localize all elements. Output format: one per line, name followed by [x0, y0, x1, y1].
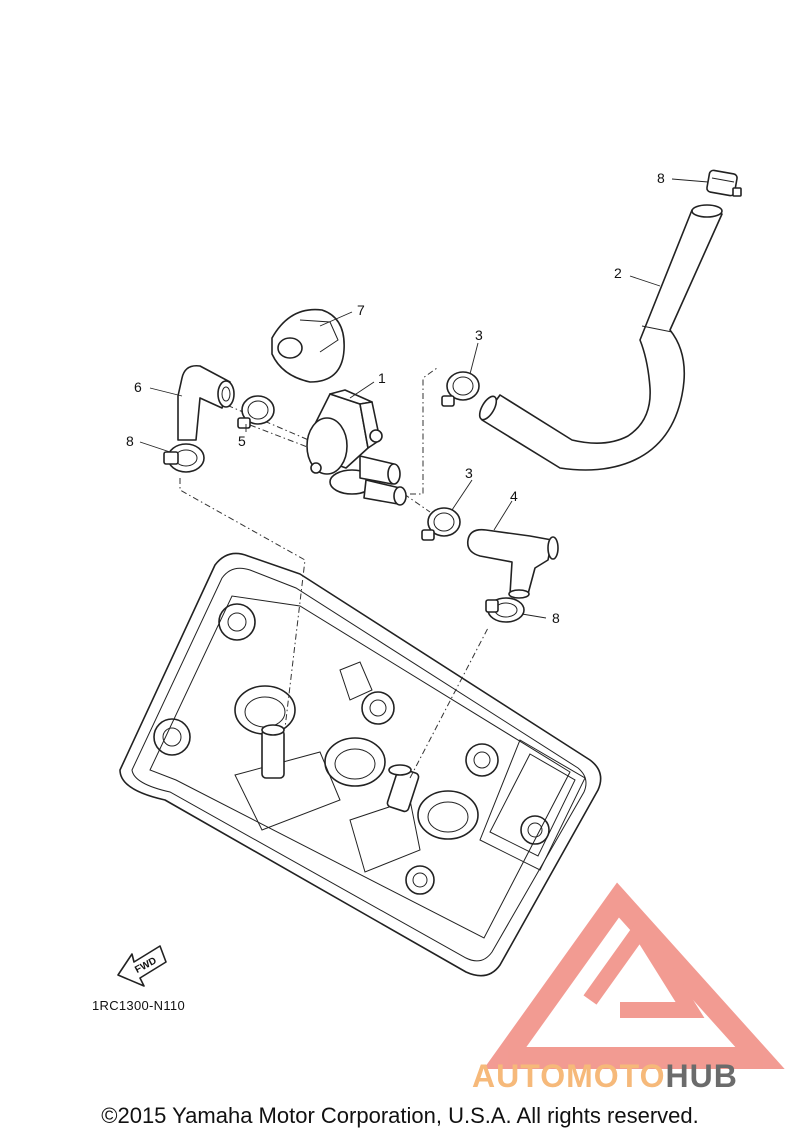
brand-part2: HUB — [665, 1058, 738, 1094]
cover-air-nipples — [261, 724, 420, 813]
automotohub-logo — [483, 882, 785, 1069]
callout-2: 2 — [614, 265, 622, 281]
callout-8-right: 8 — [552, 610, 560, 626]
hose-clamp-3-lower — [421, 507, 461, 541]
hose-clamp-8-left — [163, 443, 205, 473]
hose-long — [478, 204, 723, 471]
hose-elbow-lower — [466, 528, 559, 599]
hose-clamp-5 — [237, 395, 275, 429]
air-cutoff-valve — [306, 389, 407, 506]
callout-8-top: 8 — [657, 170, 665, 186]
hose-clamp-8-right — [485, 597, 525, 623]
callout-6: 6 — [134, 379, 142, 395]
hose-clamp-3-upper — [441, 371, 480, 407]
callout-3-lower: 3 — [465, 465, 473, 481]
callout-8-left: 8 — [126, 433, 134, 449]
drawing-code: 1RC1300-N110 — [92, 998, 185, 1013]
callout-5: 5 — [238, 433, 246, 449]
callout-numbers: 1 2 3 3 4 5 6 7 8 8 8 — [126, 170, 665, 626]
logo-triangle-inner — [583, 915, 705, 1018]
brand-part1: AUTOMOTO — [472, 1058, 666, 1094]
logo-triangle-outer — [483, 882, 785, 1069]
callout-7: 7 — [357, 302, 365, 318]
callout-4: 4 — [510, 488, 518, 504]
cover-bolt-bosses — [153, 603, 550, 895]
hose-clamp-8-top — [706, 169, 742, 197]
rubber-mount — [271, 308, 345, 383]
leader-lines — [139, 178, 709, 619]
callout-3-upper: 3 — [475, 327, 483, 343]
callout-1: 1 — [378, 370, 386, 386]
hose-elbow — [177, 364, 235, 441]
spark-plug-wells — [234, 685, 479, 840]
copyright-text: ©2015 Yamaha Motor Corporation, U.S.A. A… — [101, 1103, 699, 1128]
cylinder-head-cover — [119, 552, 602, 977]
watermark-brand: AUTOMOTOHUB — [472, 1058, 738, 1095]
fwd-arrow-icon: FWD — [117, 945, 167, 987]
